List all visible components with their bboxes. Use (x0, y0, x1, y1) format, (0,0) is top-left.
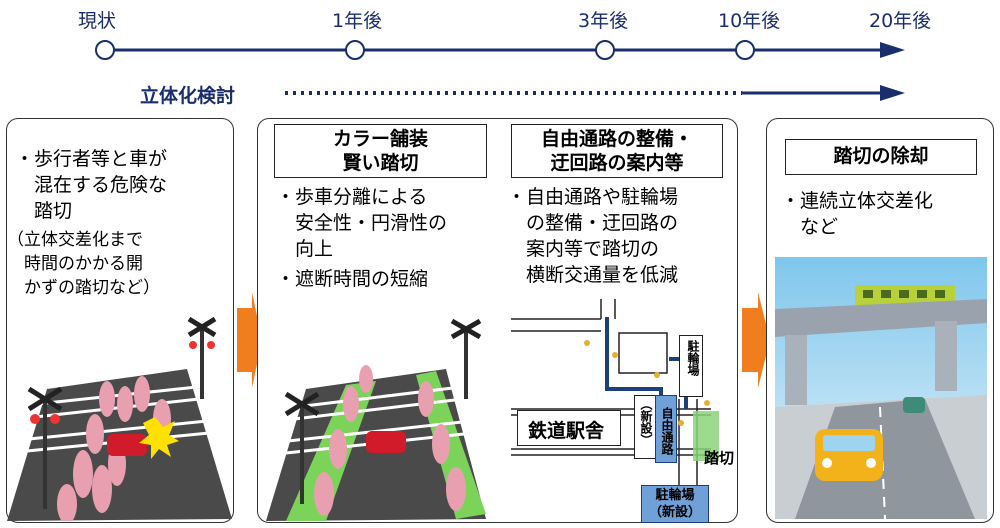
panel2-bullet2: ・遮断時間の短縮 (276, 268, 429, 290)
bike-parking-new-line-1: 駐輪場 (655, 488, 695, 503)
orange-arrow-2 (742, 292, 770, 388)
bike-parking-new-line-2: （新設） (648, 505, 701, 520)
panel3-title-line-1: 自由通路の整備・ (540, 128, 693, 150)
timeline-node-now (95, 40, 115, 60)
panel3-line-2: の整備・迂回路の (507, 212, 679, 234)
panel4-line-2: など (781, 216, 839, 238)
panel1-note-2: 時間のかかる開 (7, 254, 143, 274)
panel4-line-1: ・連続立体交差化 (781, 190, 934, 212)
timeline-node-10y (735, 40, 755, 60)
panel2-title-box: カラー舗装 賢い踏切 (274, 124, 487, 178)
bike-parking-label: 駐輪場 (679, 335, 703, 397)
green-car (903, 397, 925, 413)
crossing-green (693, 411, 719, 461)
panel1-note-3: かずの踏切など） (7, 278, 160, 298)
panel3-line-3: 案内等で踏切の (507, 238, 660, 260)
panel2-bullet1-line-1: ・歩車分離による (276, 186, 428, 208)
timeline-stage-3y: 3年後 (578, 10, 629, 32)
panel4-title: 踏切の除却 (785, 139, 977, 175)
bike-parking-new-box: 駐輪場 （新設） (641, 485, 709, 523)
panel2-bullet1-line-3: 向上 (276, 238, 334, 260)
crossing-signal-left (27, 386, 63, 509)
panel-short-term: カラー舗装 賢い踏切 ・歩車分離による 安全性・円滑性の 向上 ・遮断時間の短縮 (257, 118, 738, 523)
study-arrowhead (880, 85, 905, 101)
panel2-title-line-2: 賢い踏切 (342, 152, 419, 174)
panel1-line-3: 踏切 (15, 200, 73, 222)
panel-current: ・歩行者等と車が 混在する危険な 踏切 （立体交差化まで 時間のかかる開 かずの… (6, 118, 234, 523)
timeline-arrowhead (880, 42, 905, 58)
panel2-title-line-1: カラー舗装 (332, 128, 428, 150)
crossing-illustration-color-paving (266, 318, 486, 521)
timeline-stage-10y: 10年後 (718, 10, 781, 32)
timeline-node-3y (595, 40, 615, 60)
panel1-line-1: ・歩行者等と車が (15, 148, 168, 170)
panel3-line-4: 横断交通量を低減 (507, 264, 679, 286)
elevated-viaduct (775, 299, 987, 337)
panel3-title-line-2: 迂回路の案内等 (550, 152, 684, 174)
crossing-signal-right (187, 316, 217, 399)
collision-burst (139, 417, 179, 459)
panel3-title-box: 自由通路の整備・ 迂回路の案内等 (511, 124, 723, 178)
panel2-bullet1-line-2: 安全性・円滑性の (276, 212, 448, 234)
study-label: 立体化検討 (140, 85, 236, 107)
timeline-node-1y (345, 40, 365, 60)
new-label: （新設） (634, 395, 656, 459)
panel1-note-1: （立体交差化まで (7, 230, 143, 250)
crossing-illustration-current (7, 316, 232, 521)
orange-arrow-1 (237, 292, 262, 388)
crossing-label: 踏切 (704, 449, 735, 467)
panel3-line-1: ・自由通路や駐輪場 (507, 186, 679, 208)
timeline-stage-now: 現状 (78, 10, 117, 32)
grade-separation-illustration (775, 257, 987, 519)
red-car (107, 434, 147, 456)
timeline-graphic (95, 40, 905, 101)
panel1-line-2: 混在する危険な (15, 174, 168, 196)
timeline-stage-20y: 20年後 (869, 10, 932, 32)
green-lane-right (416, 371, 486, 519)
timeline-stage-1y: 1年後 (332, 10, 383, 32)
station-building-label: 鉄道駅舎 (517, 410, 621, 446)
panel-long-term: 踏切の除却 ・連続立体交差化 など (766, 118, 994, 523)
free-passage-label: 自由通路 (655, 395, 677, 463)
